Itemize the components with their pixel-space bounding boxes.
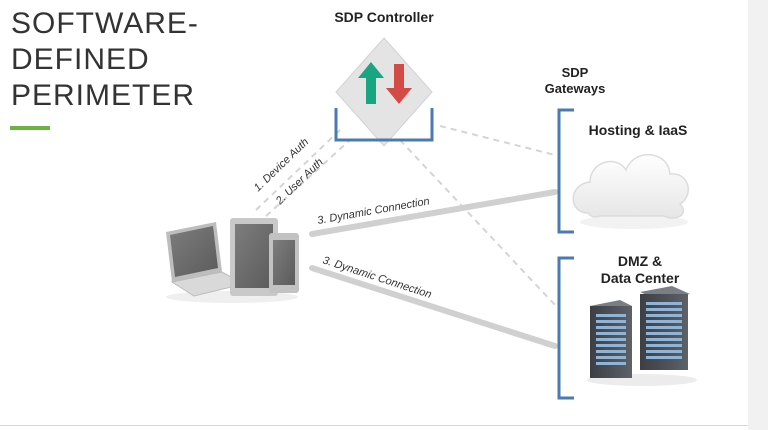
gateways-label: SDP Gateways <box>532 65 618 97</box>
title-line-2: DEFINED <box>11 43 150 76</box>
auth-link-device <box>255 129 341 211</box>
bottom-divider <box>0 425 748 426</box>
title-accent-bar <box>10 126 50 130</box>
controller-bracket <box>334 108 434 142</box>
tablet-icon <box>230 218 278 296</box>
laptop-icon <box>166 222 246 297</box>
page-title: SOFTWARE- DEFINED PERIMETER <box>11 6 251 114</box>
dynamic-connection-lower-line <box>309 265 558 349</box>
arrow-up-icon <box>358 62 384 104</box>
auth-link-user <box>265 139 351 217</box>
control-link-dmz <box>399 139 556 306</box>
right-scroll-strip <box>748 0 768 430</box>
cloud-icon <box>572 154 690 229</box>
server-rack-right <box>640 286 690 370</box>
dynamic-connection-upper-line <box>309 189 558 237</box>
diagram-graphics: 1. Device Auth 2. User Auth 3. Dynamic C… <box>166 37 697 400</box>
gateways-label-line-2: Gateways <box>544 81 606 96</box>
server-rack-left <box>590 300 632 378</box>
phone-icon <box>269 233 299 293</box>
title-line-1: SOFTWARE- <box>11 7 199 40</box>
gateways-label-line-1: SDP <box>561 65 589 80</box>
hosting-label: Hosting & IaaS <box>588 122 688 138</box>
dmz-label: DMZ & Data Center <box>588 253 692 287</box>
gateway-bracket-dmz <box>557 256 574 400</box>
title-line-3: PERIMETER <box>11 79 196 112</box>
arrow-down-icon <box>386 64 412 104</box>
control-link-hosting <box>439 125 556 156</box>
gateway-bracket-hosting <box>557 108 574 234</box>
controller-icon <box>334 37 434 147</box>
dmz-label-line-1: DMZ & <box>617 253 663 269</box>
server-rack-icon <box>587 286 697 386</box>
devices-icon <box>166 218 299 303</box>
dmz-label-line-2: Data Center <box>600 270 680 286</box>
controller-label: SDP Controller <box>334 9 434 25</box>
